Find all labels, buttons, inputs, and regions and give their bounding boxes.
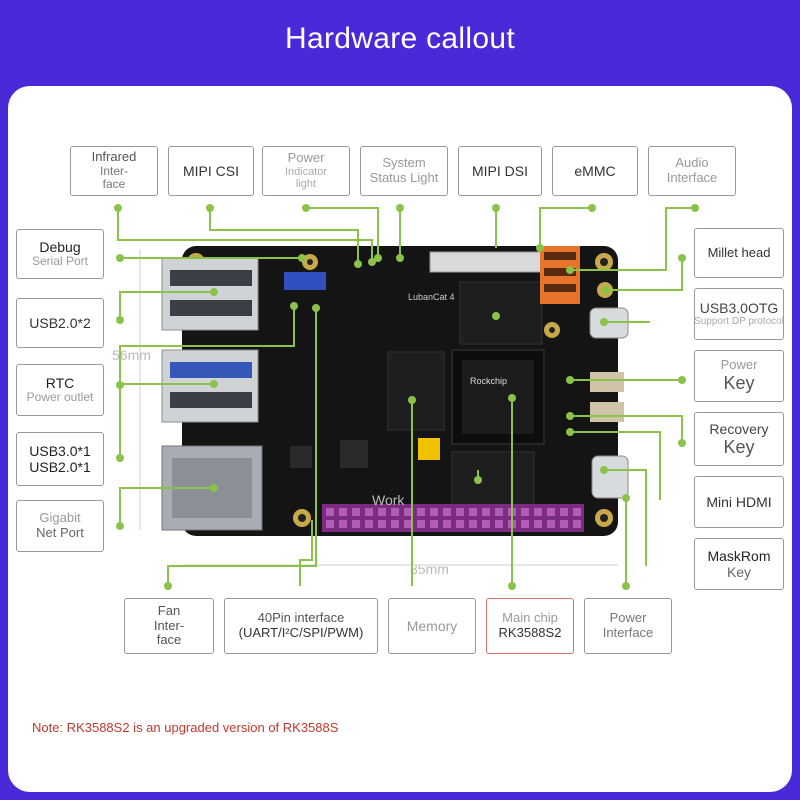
header-pin — [560, 520, 568, 528]
callout-rtc: RTC Power outlet — [16, 364, 104, 416]
header-pin — [495, 508, 503, 516]
header-pin — [495, 520, 503, 528]
board-brand: LubanCat 4 — [408, 292, 455, 302]
callout-power-indicator: Power Indicator light — [262, 146, 350, 196]
usb3-port-stack — [161, 349, 259, 423]
header-pin — [326, 520, 334, 528]
header-pin — [365, 520, 373, 528]
callout-recovery-key: Recovery Key — [694, 412, 784, 466]
callout-usb30-usb20: USB3.0*1 USB2.0*1 — [16, 432, 104, 486]
callout-millet-head: Millet head — [694, 228, 784, 278]
header-pin — [573, 508, 581, 516]
header-pin — [547, 520, 555, 528]
header-pin — [391, 508, 399, 516]
width-dimension: 85mm — [410, 561, 449, 577]
callout-maskrom-key: MaskRom Key — [694, 538, 784, 590]
header-pin — [430, 508, 438, 516]
callout-usb30-otg: USB3.0OTG Support DP protocol — [694, 288, 784, 340]
header-pin — [443, 508, 451, 516]
header-pin — [404, 508, 412, 516]
header-pin — [352, 508, 360, 516]
header-pin — [534, 520, 542, 528]
board-watermark: Work — [372, 492, 405, 508]
header-pin — [365, 508, 373, 516]
header-pin — [352, 520, 360, 528]
callout-power-interface: Power Interface — [584, 598, 672, 654]
header-pin — [326, 508, 334, 516]
header-pin — [547, 508, 555, 516]
callout-audio: Audio Interface — [648, 146, 736, 196]
header-pin — [521, 508, 529, 516]
usb2-port-stack — [161, 257, 259, 331]
callout-power-key: Power Key — [694, 350, 784, 402]
header-pin — [560, 508, 568, 516]
callout-debug: Debug Serial Port — [16, 229, 104, 279]
footnote: Note: RK3588S2 is an upgraded version of… — [32, 720, 339, 735]
header-pin — [339, 520, 347, 528]
header-pin — [378, 508, 386, 516]
callout-gigabit: Gigabit Net Port — [16, 500, 104, 552]
callout-mipi-csi: MIPI CSI — [168, 146, 254, 196]
header-pin — [534, 508, 542, 516]
header-pin — [417, 508, 425, 516]
right-connectors — [540, 246, 629, 499]
board-chips: Rockchip LubanCat 4 — [290, 251, 545, 517]
led-header — [284, 272, 326, 290]
header-pin — [469, 520, 477, 528]
header-pin — [469, 508, 477, 516]
header-pin — [456, 508, 464, 516]
header-pin — [339, 508, 347, 516]
callout-40pin: 40Pin interface (UART/I²C/SPI/PWM) — [224, 598, 378, 654]
header-pin — [482, 520, 490, 528]
callout-main-chip: Main chip RK3588S2 — [486, 598, 574, 654]
header-pin — [482, 508, 490, 516]
header-pin — [430, 520, 438, 528]
chip-brand: Rockchip — [470, 376, 507, 386]
height-dimension: 56mm — [112, 347, 151, 363]
callout-emmc: eMMC — [552, 146, 638, 196]
header-pin — [573, 520, 581, 528]
callout-fan: Fan Inter- face — [124, 598, 214, 654]
header-pin — [521, 520, 529, 528]
callout-memory: Memory — [388, 598, 476, 654]
callout-mini-hdmi: Mini HDMI — [694, 476, 784, 528]
callout-dots — [114, 204, 699, 590]
callout-mipi-dsi: MIPI DSI — [458, 146, 542, 196]
pin-header-40 — [322, 504, 584, 532]
header-pin — [404, 520, 412, 528]
header-pin — [456, 520, 464, 528]
page-title: Hardware callout — [285, 22, 515, 55]
callout-system-status: System Status Light — [360, 146, 448, 196]
callout-usb20x2: USB2.0*2 — [16, 298, 104, 348]
header-pin — [417, 520, 425, 528]
header-pin — [443, 520, 451, 528]
callout-infrared: Infrared Inter- face — [70, 146, 158, 196]
header-pin — [378, 520, 386, 528]
callout-lines — [117, 207, 695, 586]
header-pin — [391, 520, 399, 528]
